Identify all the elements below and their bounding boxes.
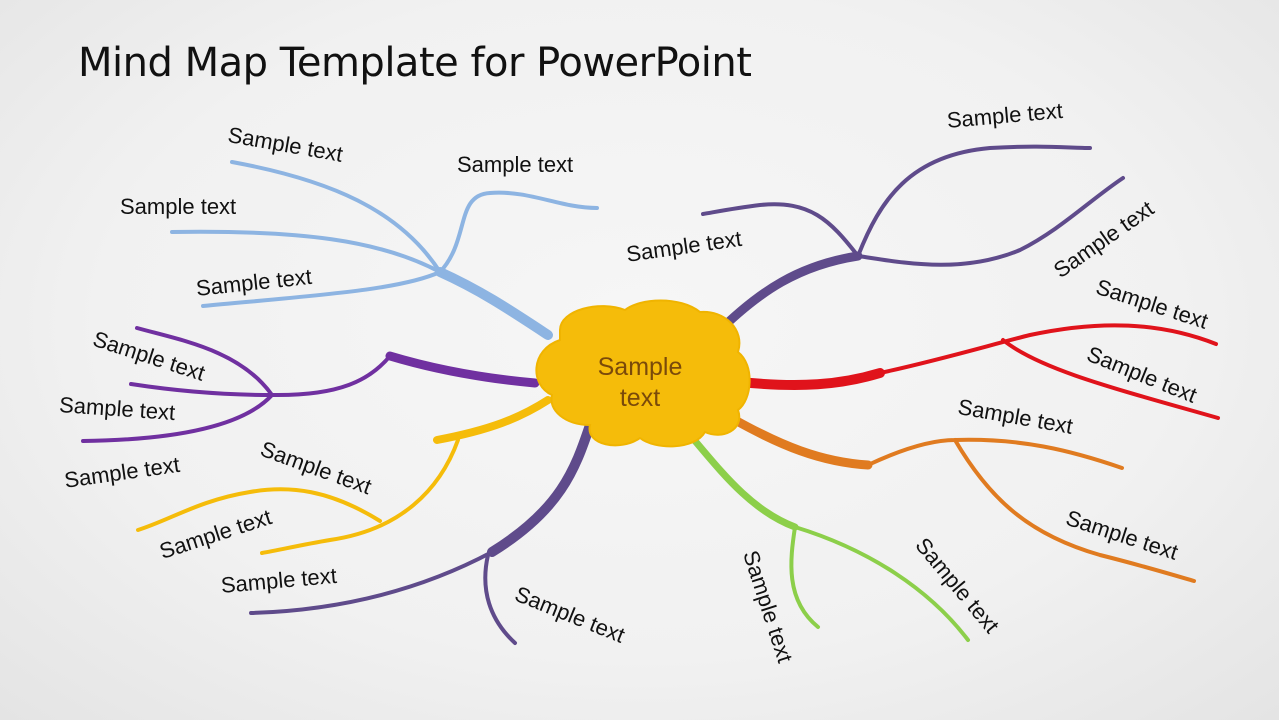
branch-dark-purple-bottom[interactable]	[249, 420, 595, 645]
central-node-text: Sample text	[580, 352, 700, 414]
branch-purple[interactable]	[81, 326, 540, 443]
node-label[interactable]: Sample text	[120, 194, 237, 219]
central-node[interactable]	[535, 299, 751, 448]
branch-red[interactable]	[735, 323, 1220, 420]
node-label[interactable]: Sample text	[457, 152, 574, 177]
branch-dark-purple-top[interactable]	[701, 144, 1125, 340]
branch-yellow[interactable]	[136, 396, 552, 555]
branch-green[interactable]	[686, 431, 970, 642]
branch-orange[interactable]	[730, 415, 1196, 583]
central-node-line2: text	[619, 384, 661, 412]
slide-title[interactable]: Mind Map Template for PowerPoint	[78, 40, 752, 86]
branch-light-blue[interactable]	[170, 160, 599, 340]
central-node-line1: Sample	[597, 353, 683, 381]
